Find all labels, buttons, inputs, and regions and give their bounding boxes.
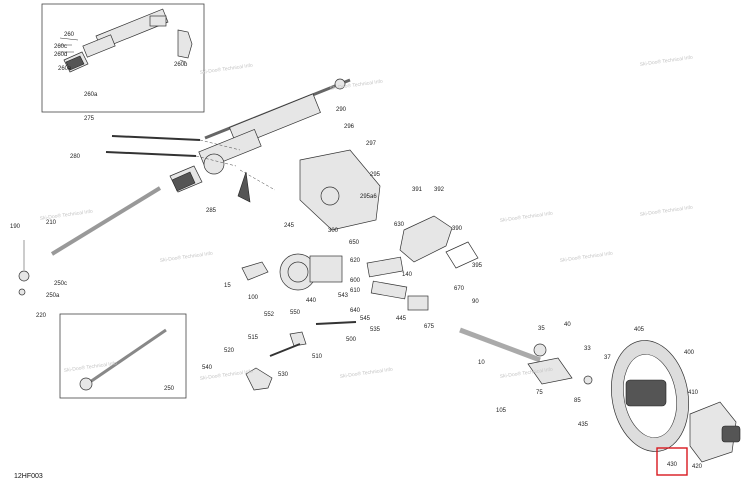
callout-500: 500 xyxy=(346,337,357,343)
inset-tie-rod xyxy=(79,328,167,391)
watermark-5: Ski-Doo® Technical Info xyxy=(639,204,693,218)
callout-540: 540 xyxy=(202,365,213,371)
ps-motor-300 xyxy=(279,253,343,291)
callout-400: 400 xyxy=(684,350,695,356)
connectors-600-610 xyxy=(366,256,429,311)
callout-530: 530 xyxy=(278,372,289,378)
callout-550: 550 xyxy=(290,310,301,316)
callout-245: 245 xyxy=(284,223,295,229)
steering-wheel-400 xyxy=(610,340,690,452)
callout-33: 33 xyxy=(584,346,591,352)
callout-40: 40 xyxy=(564,322,571,328)
callout-390: 390 xyxy=(452,226,463,232)
callout-620: 620 xyxy=(350,258,361,264)
callout-85: 85 xyxy=(574,398,581,404)
callout-37: 37 xyxy=(604,355,611,361)
callout-210: 210 xyxy=(46,220,57,226)
callout-391: 391 xyxy=(412,187,423,193)
inset-box-tie-rod xyxy=(59,313,187,399)
callout-15: 15 xyxy=(224,283,231,289)
callout-392: 392 xyxy=(434,187,445,193)
watermark-7: Ski-Doo® Technical Info xyxy=(159,250,213,264)
callout-675: 675 xyxy=(424,324,435,330)
inset-rack-assembly xyxy=(59,8,193,73)
callout-440: 440 xyxy=(306,298,317,304)
callout-250c: 250c xyxy=(54,281,67,287)
callout-190: 190 xyxy=(10,224,21,230)
steering-column xyxy=(459,327,593,385)
callout-280: 280 xyxy=(70,154,81,160)
callout-250a: 250a xyxy=(46,293,60,299)
callout-610: 610 xyxy=(350,288,361,294)
callout-405: 405 xyxy=(634,327,645,333)
callout-410: 410 xyxy=(688,390,699,396)
cover-420 xyxy=(689,401,741,463)
callout-395: 395 xyxy=(472,263,483,269)
bolts-280-275 xyxy=(105,135,276,191)
watermark-3: Ski-Doo® Technical Info xyxy=(639,54,693,68)
callout-260d: 260d xyxy=(54,52,67,58)
callout-520: 520 xyxy=(224,348,235,354)
callout-260b: 260b xyxy=(174,62,188,68)
watermark-11: Ski-Doo® Technical Info xyxy=(339,366,393,380)
tie-rod-long xyxy=(50,186,162,256)
callout-35: 35 xyxy=(538,326,545,332)
callout-515: 515 xyxy=(248,335,259,341)
callout-260: 260 xyxy=(64,32,75,38)
callout-275: 275 xyxy=(84,116,95,122)
callout-105: 105 xyxy=(496,408,507,414)
callout-545: 545 xyxy=(360,316,371,322)
callout-285: 285 xyxy=(206,208,217,214)
callout-10: 10 xyxy=(478,360,485,366)
watermark-4: Ski-Doo® Technical Info xyxy=(499,210,553,224)
callout-290: 290 xyxy=(336,107,347,113)
rack-assembly xyxy=(169,78,351,193)
bracket-15 xyxy=(241,261,269,281)
callout-260e: 260e xyxy=(58,66,72,72)
callout-250: 250 xyxy=(164,386,175,392)
callout-445: 445 xyxy=(396,316,407,322)
callout-640: 640 xyxy=(350,308,361,314)
callout-435: 435 xyxy=(578,422,589,428)
callout-labels: 260 260c 260d 260e 260b 260a 275 280 285 290 295 29… xyxy=(10,32,703,470)
callout-140: 140 xyxy=(402,272,413,278)
callout-300: 300 xyxy=(328,228,339,234)
callout-75: 75 xyxy=(536,390,543,396)
watermark-6: Ski-Doo® Technical Info xyxy=(39,208,93,222)
callout-260c: 260c xyxy=(54,44,67,50)
callout-90: 90 xyxy=(472,299,479,305)
callout-552: 552 xyxy=(264,312,275,318)
callout-670: 670 xyxy=(454,286,465,292)
watermark-9: Ski-Doo® Technical Info xyxy=(63,360,117,374)
callout-297: 297 xyxy=(366,141,377,147)
callout-highlighted: 430 xyxy=(667,462,678,468)
bracket-285 xyxy=(237,171,251,203)
callout-420: 420 xyxy=(692,464,703,470)
inset-box-rack-detail xyxy=(41,3,205,113)
callout-260a: 260a xyxy=(84,92,98,98)
callout-650: 650 xyxy=(349,240,360,246)
callout-543: 543 xyxy=(338,293,349,299)
diagram-code: 12HF003 xyxy=(14,473,43,480)
highlight-box-430 xyxy=(656,447,688,476)
linkage-parts xyxy=(245,321,357,391)
callout-100: 100 xyxy=(248,295,259,301)
callout-630: 630 xyxy=(394,222,405,228)
callout-296: 296 xyxy=(344,124,355,130)
watermark-1: Ski-Doo® Technical Info xyxy=(199,62,253,76)
callout-510: 510 xyxy=(312,354,323,360)
tie-rod-end-left xyxy=(18,240,30,296)
module-390 xyxy=(399,215,479,269)
bracket-295 xyxy=(299,149,381,231)
callout-295a6: 295a6 xyxy=(360,194,377,200)
callout-295: 295 xyxy=(370,172,381,178)
watermark-8: Ski-Doo® Technical Info xyxy=(559,250,613,264)
callout-535: 535 xyxy=(370,327,381,333)
callout-220: 220 xyxy=(36,313,47,319)
callout-600: 600 xyxy=(350,278,361,284)
